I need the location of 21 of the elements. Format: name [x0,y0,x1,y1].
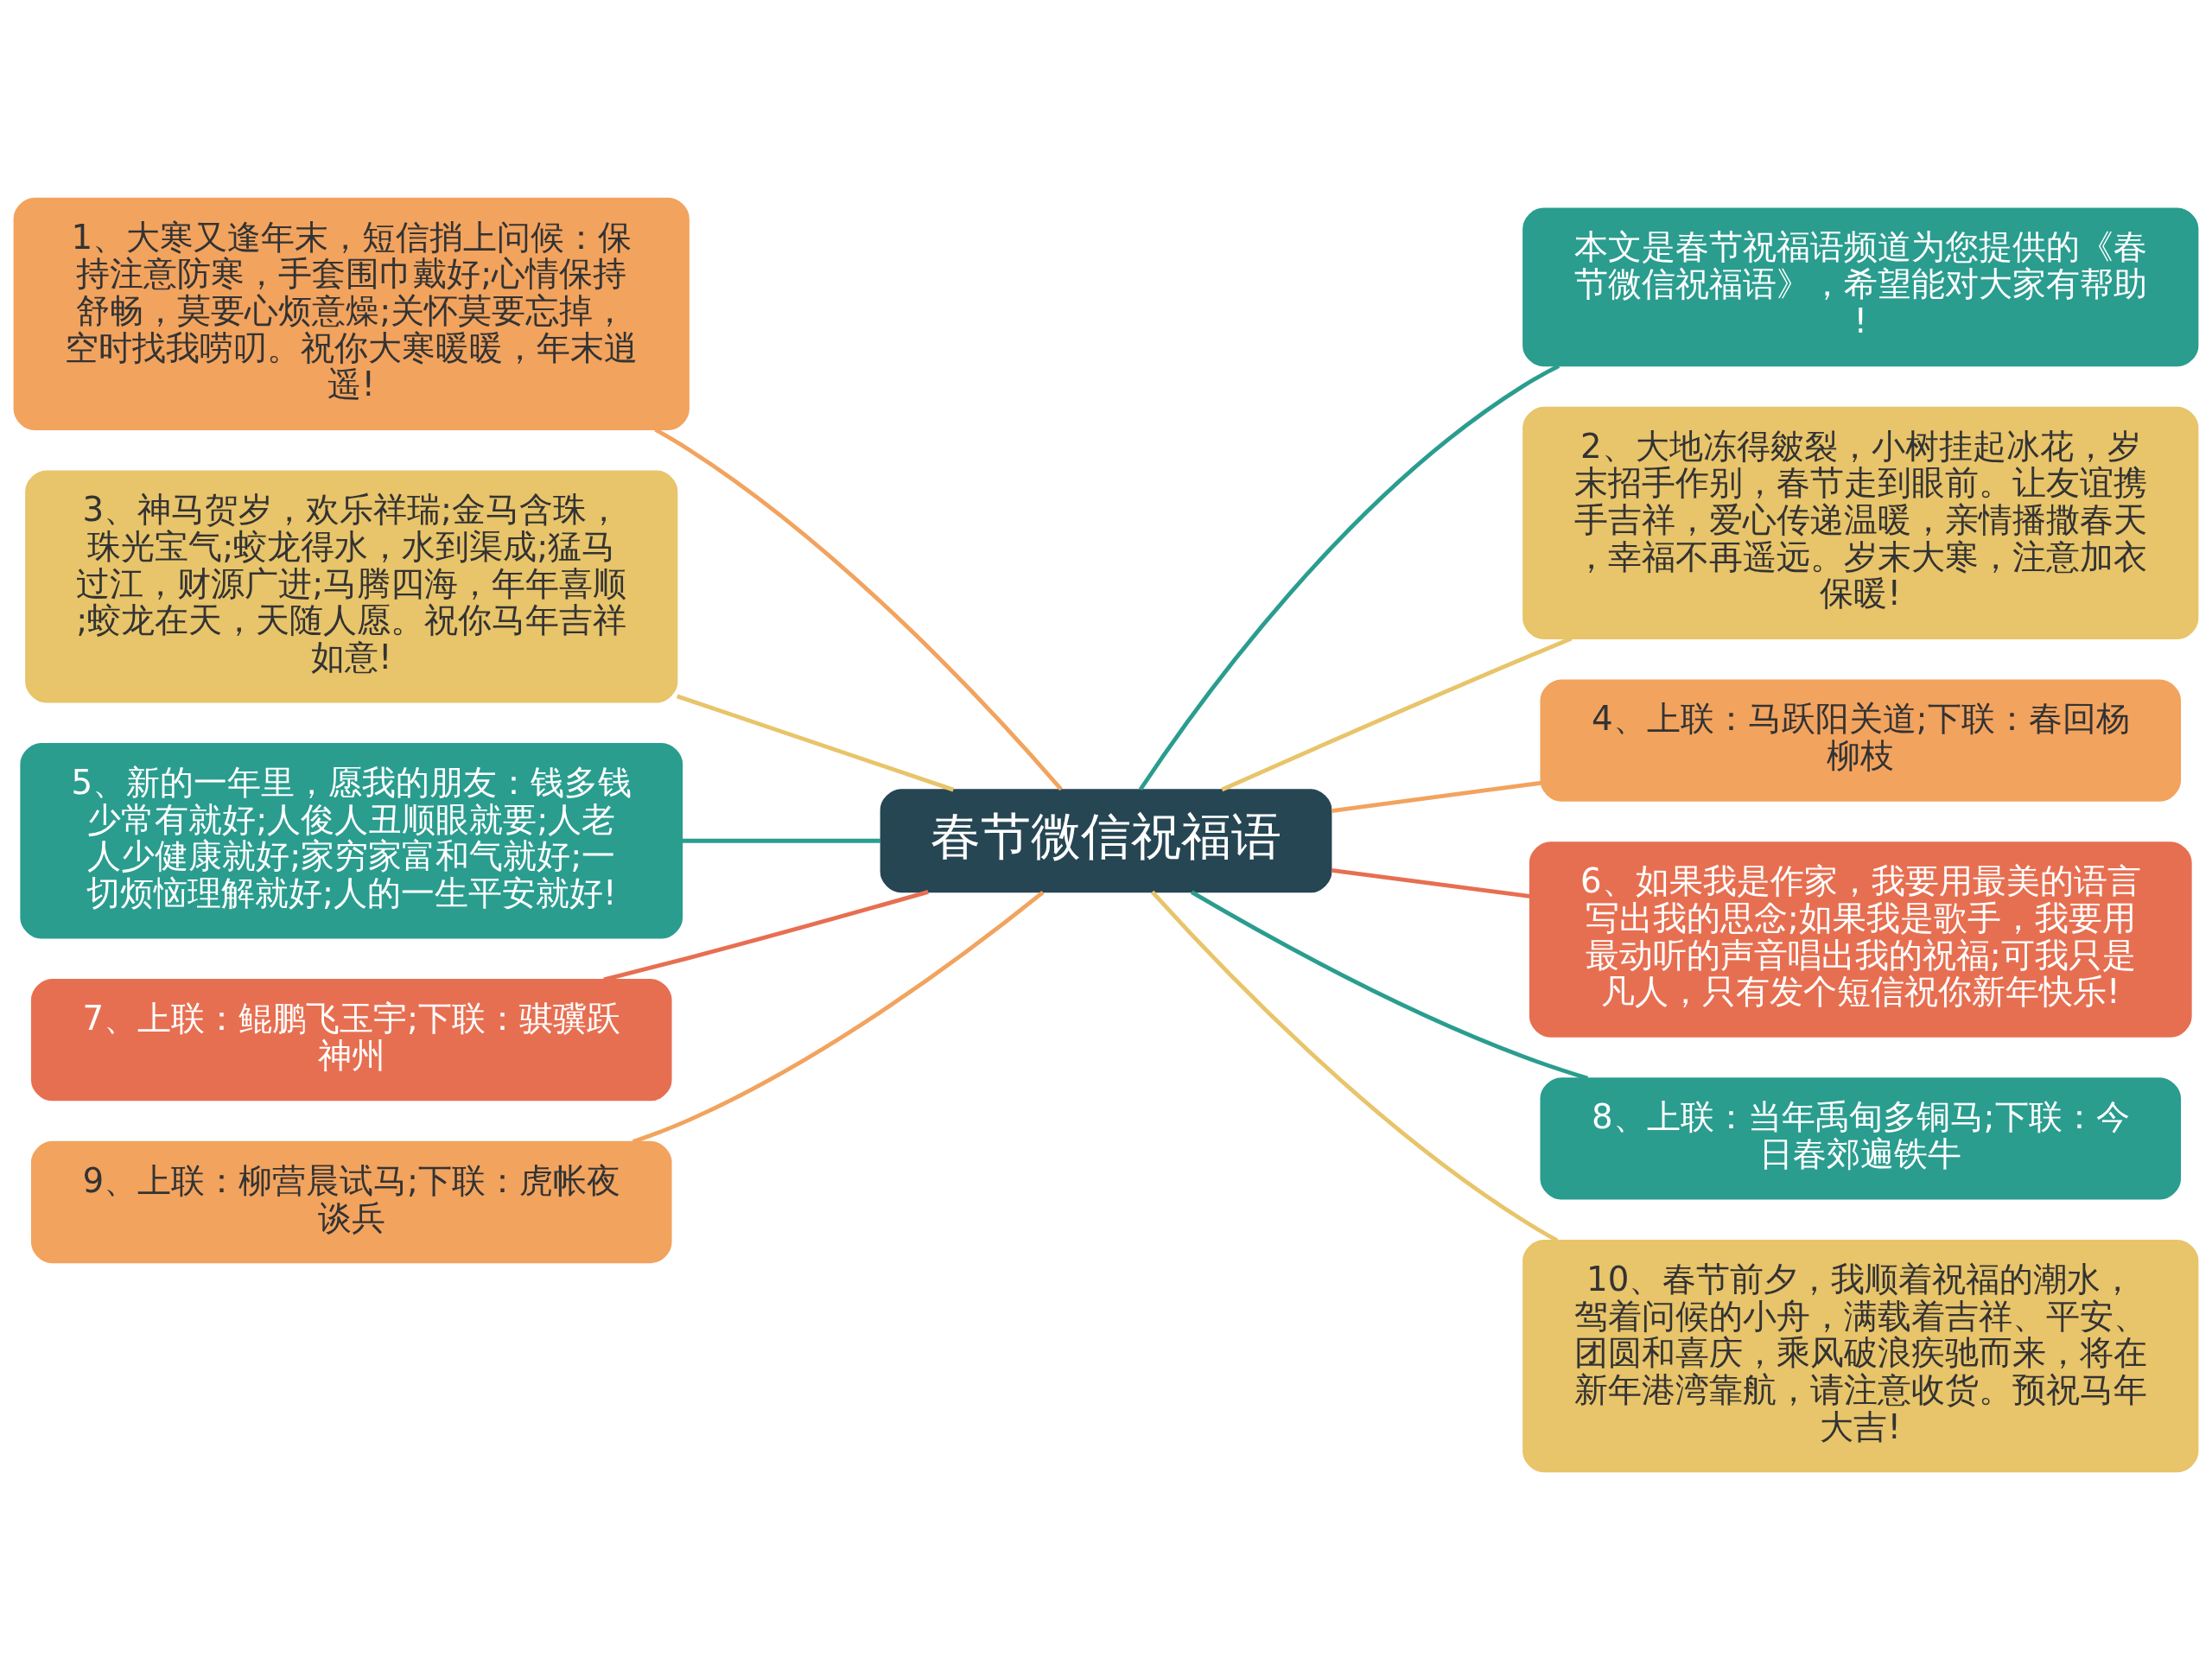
connector [682,838,881,843]
node-box: 3、神马贺岁，欢乐祥瑞;金马含珠，珠光宝气;蛟龙得水，水到渠成;猛马过江，财源广进;马腾四海，年年喜顺;蛟龙在天，天随人愿。祝你马年吉祥如意! [25,470,678,703]
connector [1191,890,1589,1081]
node-box: 10、春节前夕，我顺着祝福的潮水，驾着问候的小舟，满载着吉祥、平安、团圆和喜庆，乘风破浪疾驰而来，将在新年港湾靠航，请注意收货。预祝马年大吉! [1522,1240,2199,1473]
node-box: 1、大寒又逢年末，短信捎上问候：保持注意防寒，手套围巾戴好;心情保持舒畅，莫要心烦意燥;关怀莫要忘掉，空时找我唠叨。祝你大寒暖暖，年末逍遥! [13,197,690,430]
node-box: 本文是春节祝福语频道为您提供的《春节微信祝福语》，希望能对大家有帮助! [1522,207,2199,367]
node-box: 6、如果我是作家，我要用最美的语言写出我的思念;如果我是歌手，我要用最动听的声音唱出我的祝福;可我只是凡人，只有发个短信祝你新年快乐! [1529,841,2192,1038]
connector [1331,867,1530,898]
node-box: 7、上联：鲲鹏飞玉宇;下联：骐骥跃神州 [30,979,672,1102]
connector [654,428,1063,791]
node-box: 4、上联：马跃阳关道;下联：春回杨柳枝 [1540,679,2182,802]
node-box: 春节微信祝福语 [880,789,1332,893]
node-box: 9、上联：柳营晨试马;下联：虎帐夜谈兵 [30,1140,672,1264]
connector [1331,780,1541,814]
connector [1150,890,1559,1242]
node-box: 5、新的一年里，愿我的朋友：钱多钱少常有就好;人俊人丑顺眼就要;人老人少健康就好;家穷家富和气就好;一切烦恼理解就好;人的一生平安就好! [20,743,683,939]
node-box: 8、上联：当年禹甸多铜马;下联：今日春郊遍铁牛 [1540,1077,2182,1200]
node-box: 2、大地冻得皴裂，小树挂起冰花，岁末招手作别，春节走到眼前。让友谊携手吉祥，爱心传递温暖，亲情播撒春天，幸福不再遥远。岁末大寒，注意加衣保暖! [1522,406,2199,639]
connector [632,891,1045,1144]
connector [1138,364,1560,791]
connector [676,694,955,792]
